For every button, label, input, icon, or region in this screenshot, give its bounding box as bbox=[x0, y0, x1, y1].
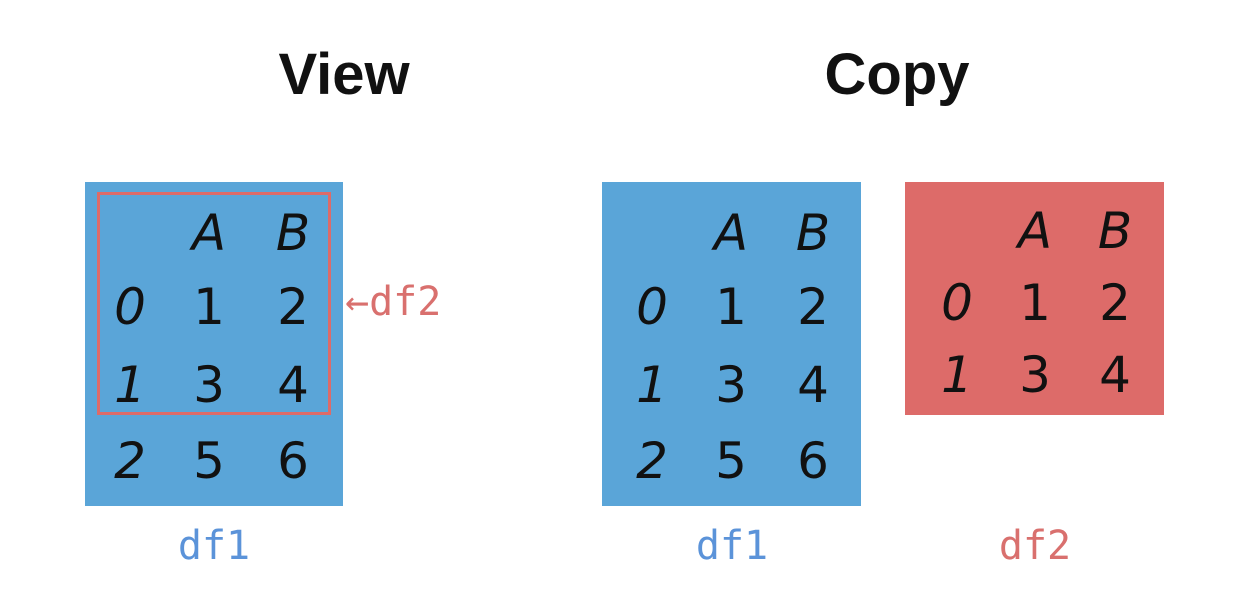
copy-df1-row1-b: 4 bbox=[797, 356, 829, 414]
copy-df2-label: df2 bbox=[998, 523, 1072, 569]
copy-df2-row1-b: 4 bbox=[1099, 346, 1131, 404]
copy-df1-row0-b: 2 bbox=[797, 278, 829, 336]
view-df2-outline bbox=[97, 192, 331, 415]
view-df1-table: A B 0 1 2 1 3 4 2 5 6 bbox=[85, 182, 343, 506]
copy-df2-row0-b: 2 bbox=[1099, 274, 1131, 332]
copy-df1-row0-index: 0 bbox=[636, 278, 668, 336]
view-df1-row2-b: 6 bbox=[277, 432, 309, 490]
copy-df1-label: df1 bbox=[695, 523, 769, 569]
copy-df2-row1-a: 3 bbox=[1019, 346, 1051, 404]
copy-df1-row1-a: 3 bbox=[715, 356, 747, 414]
copy-df2-row0-index: 0 bbox=[941, 274, 973, 332]
view-df1-row1-a: 3 bbox=[193, 356, 225, 414]
copy-df2-table: A B 0 1 2 1 3 4 bbox=[905, 182, 1164, 415]
view-df1-row2-index: 2 bbox=[114, 432, 146, 490]
copy-df2-header-index bbox=[917, 192, 997, 270]
copy-df1-header-index bbox=[612, 194, 692, 272]
view-df1-row0-index: 0 bbox=[114, 278, 146, 336]
view-df1-row0-b: 2 bbox=[277, 278, 309, 336]
view-df1-label: df1 bbox=[177, 523, 251, 569]
copy-df1-header-b: B bbox=[795, 204, 831, 262]
copy-df1-row1-index: 1 bbox=[636, 356, 668, 414]
copy-df2-header-a: A bbox=[1017, 202, 1053, 260]
view-df2-pointer: ←df2 bbox=[345, 279, 442, 325]
view-df1-row1-index: 1 bbox=[114, 356, 146, 414]
copy-df1-table: A B 0 1 2 1 3 4 2 5 6 bbox=[602, 182, 861, 506]
copy-df1-row2-b: 6 bbox=[797, 432, 829, 490]
copy-df1-header-a: A bbox=[713, 204, 749, 262]
copy-df2-row0-a: 1 bbox=[1019, 274, 1051, 332]
view-df1-header-b: B bbox=[275, 204, 311, 262]
view-title: View bbox=[278, 42, 410, 107]
copy-df1-row2-index: 2 bbox=[636, 432, 668, 490]
view-df1-header-a: A bbox=[191, 204, 227, 262]
copy-df1-row2-a: 5 bbox=[715, 432, 747, 490]
view-df1-row0-a: 1 bbox=[193, 278, 225, 336]
view-df1-row1-b: 4 bbox=[277, 356, 309, 414]
copy-df1-row0-a: 1 bbox=[715, 278, 747, 336]
copy-df2-header-b: B bbox=[1097, 202, 1133, 260]
copy-df2-row1-index: 1 bbox=[941, 346, 973, 404]
view-df1-row2-a: 5 bbox=[193, 432, 225, 490]
copy-title: Copy bbox=[824, 42, 970, 107]
